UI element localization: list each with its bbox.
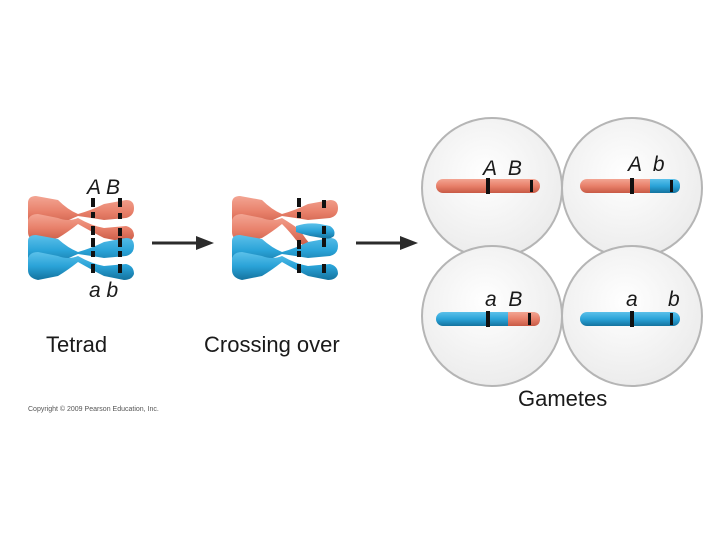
gametes-caption: Gametes [518,386,608,411]
maternal-chromosome [28,196,134,242]
crossing-over [232,196,338,280]
tetrad-caption: Tetrad [46,332,108,357]
gamete-2-label: A b [628,153,665,176]
crossing-over-caption: Crossing over [204,332,340,357]
gamete-3-label: a B [485,288,523,311]
gamete-4-label-a: a [626,288,638,311]
paternal-chromosome [232,223,338,280]
gamete-1-label: A B [483,157,522,180]
gamete-4-label-b: b [668,288,680,311]
copyright-notice: Copyright © 2009 Pearson Education, Inc. [28,406,159,413]
right-arrow-icon [356,236,418,250]
gamete-cell-1 [421,117,563,259]
gamete-cell-4 [561,245,703,387]
right-arrow-icon [152,236,214,250]
paternal-chromosome [28,235,134,280]
tetrad-bottom-label: a b [89,279,119,302]
gamete-cell-2 [561,117,703,259]
tetrad [28,196,134,280]
gamete-cell-3 [421,245,563,387]
tetrad-top-label: A B [87,176,121,199]
